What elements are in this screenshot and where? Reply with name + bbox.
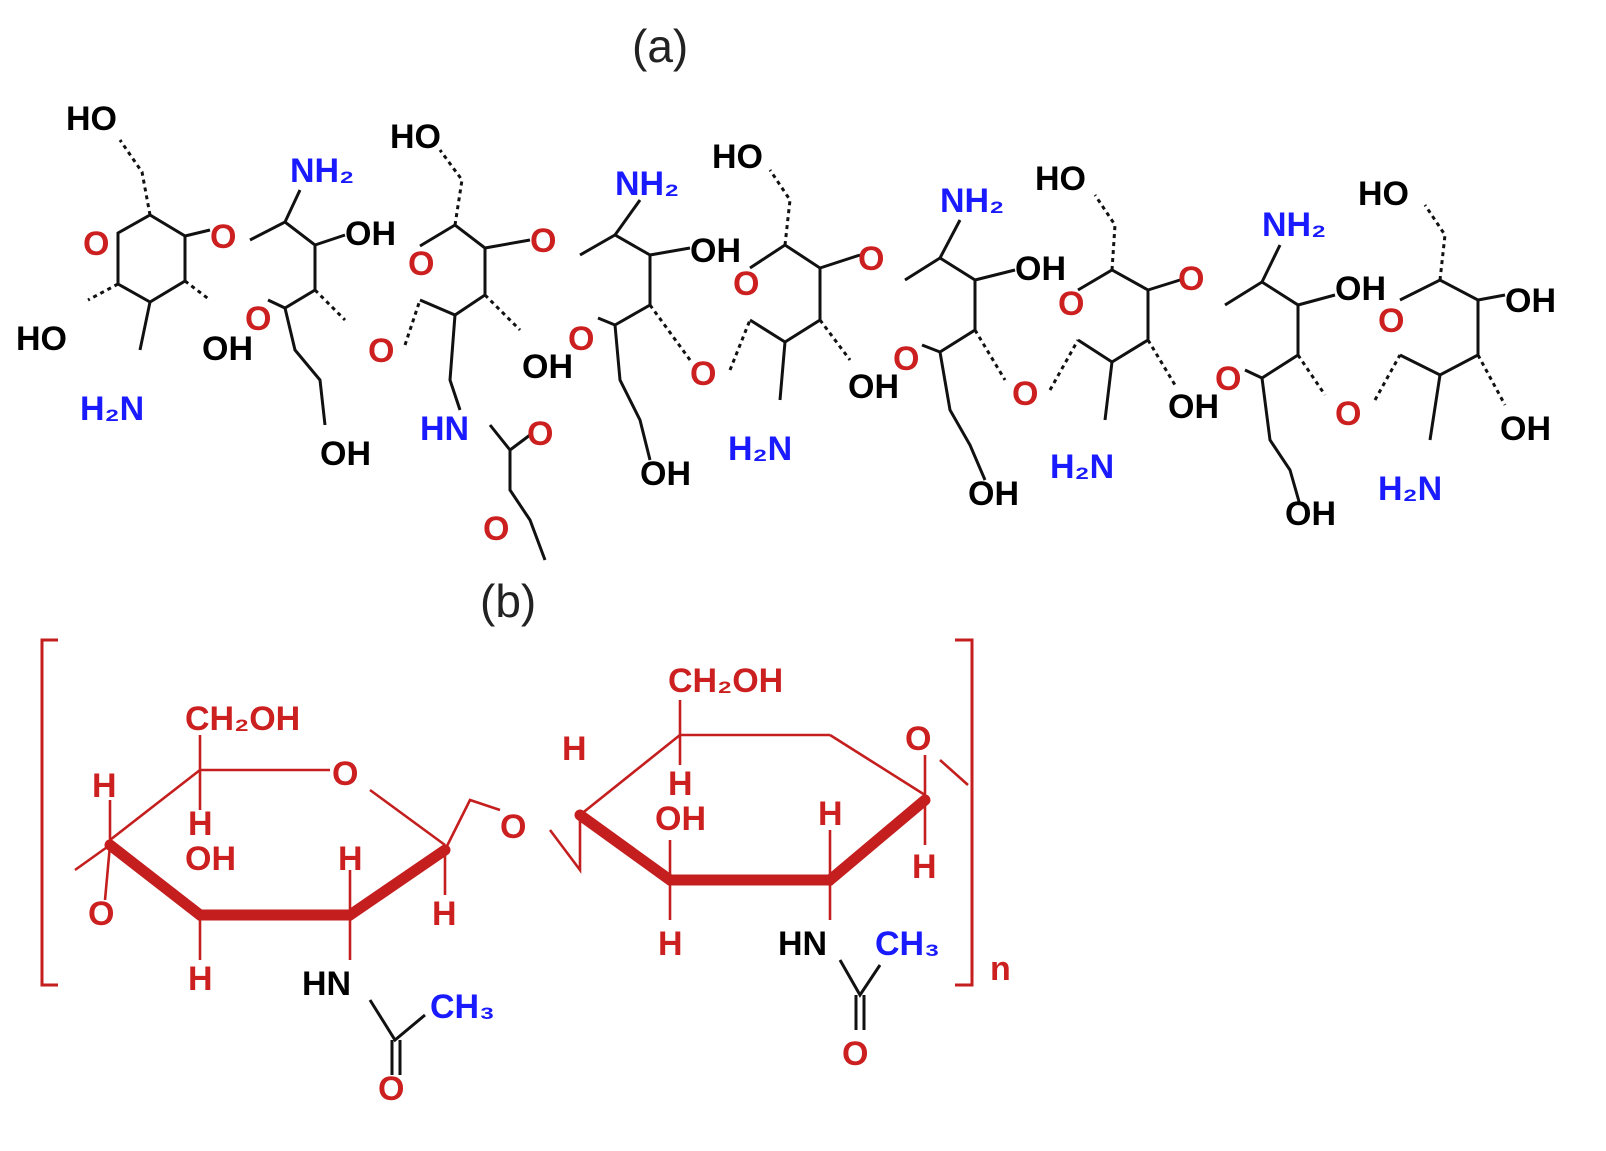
chitosan-label: OH <box>1335 270 1386 308</box>
chitosan-label: OH <box>345 215 396 253</box>
chitosan-label: OH <box>1168 388 1219 426</box>
chitosan-label: O <box>1058 285 1084 323</box>
chitin-label: CH₂OH <box>185 700 300 738</box>
chitosan-label: H₂N <box>1378 470 1442 508</box>
chitosan-label: OH <box>1505 282 1556 320</box>
chitosan-labels: HO O O HO OH NH₂ H₂N O OH O OH HO O O OH… <box>16 100 1556 548</box>
chitosan-label: OH <box>522 348 573 386</box>
chitosan-label: HO <box>712 138 763 176</box>
chitosan-label: HO <box>390 118 441 156</box>
chitosan-label: H₂N <box>728 430 792 468</box>
chitosan-label: OH <box>848 368 899 406</box>
chitin-label: CH₃ <box>875 925 940 963</box>
chitosan-label: HO <box>66 100 117 138</box>
chitosan-label: HO <box>1358 175 1409 213</box>
chitosan-label: O <box>245 300 271 338</box>
chitosan-label: O <box>530 222 556 260</box>
chitosan-label: O <box>690 355 716 393</box>
chitosan-label: OH <box>202 330 253 368</box>
chitin-label: H <box>818 795 843 833</box>
chitosan-label: NH₂ <box>940 182 1004 220</box>
chitin-labels: CH₂OH O H H OH H O H H HN CH₃ O O CH₂OH … <box>88 662 1011 1108</box>
chitin-label: H <box>912 848 937 886</box>
chitosan-label: HO <box>16 320 67 358</box>
chitin-label: OH <box>655 800 706 838</box>
chitin-label: CH₂OH <box>668 662 783 700</box>
chitin-label: O <box>88 895 114 933</box>
chitin-label: H <box>338 840 363 878</box>
chitosan-label: OH <box>320 435 371 473</box>
chitosan-label: O <box>1335 395 1361 433</box>
chitosan-label: O <box>893 340 919 378</box>
chitosan-label: O <box>368 332 394 370</box>
chitosan-label: NH₂ <box>1262 206 1326 244</box>
chitosan-label: O <box>1378 302 1404 340</box>
chitosan-label: O <box>408 245 434 283</box>
chitin-label: H <box>92 767 117 805</box>
chitin-label: O <box>842 1035 868 1073</box>
chitin-bonds <box>74 700 969 1075</box>
chitosan-label: O <box>1178 260 1204 298</box>
chitosan-label: HN <box>420 410 469 448</box>
chitosan-label: O <box>1012 375 1038 413</box>
chitosan-label: OH <box>1285 495 1336 533</box>
chitin-label: HN <box>778 925 827 963</box>
chitosan-label: O <box>858 240 884 278</box>
chitosan-label: OH <box>640 455 691 493</box>
chitin-label: O <box>378 1070 404 1108</box>
chitin-label: O <box>500 808 526 846</box>
chitin-label: HN <box>302 965 351 1003</box>
chitosan-label: HO <box>1035 160 1086 198</box>
chitosan-label: O <box>568 320 594 358</box>
chitosan-label: O <box>210 218 236 256</box>
chitosan-label: NH₂ <box>290 152 354 190</box>
chitin-label: OH <box>185 840 236 878</box>
chitosan-label: OH <box>1015 250 1066 288</box>
chitin-label: H <box>562 730 587 768</box>
panel-a-label: (a) <box>632 20 688 72</box>
chitin-label: H <box>668 765 693 803</box>
chitin-label: H <box>432 895 457 933</box>
chitin-label: H <box>658 925 683 963</box>
chitin-label: H <box>188 960 213 998</box>
chitosan-label: OH <box>690 232 741 270</box>
chitosan-bonds <box>87 139 1507 561</box>
chitin-label: H <box>188 805 213 843</box>
chitosan-label: O <box>83 225 109 263</box>
chitosan-label: O <box>483 510 509 548</box>
chitin-subscript-n: n <box>990 950 1011 988</box>
panel-b-label: (b) <box>480 575 536 627</box>
chitosan-label: H₂N <box>1050 448 1114 486</box>
chitosan-label: H₂N <box>80 390 144 428</box>
chitosan-label: OH <box>1500 410 1551 448</box>
chitosan-label: O <box>527 415 553 453</box>
chitin-label: CH₃ <box>430 988 495 1026</box>
chitosan-label: O <box>733 265 759 303</box>
chitosan-label: OH <box>968 475 1019 513</box>
chitosan-label: O <box>1215 360 1241 398</box>
chitin-label: O <box>332 755 358 793</box>
chitin-label: O <box>905 720 931 758</box>
chitin-bracket <box>40 638 974 987</box>
chitosan-label: NH₂ <box>615 165 679 203</box>
